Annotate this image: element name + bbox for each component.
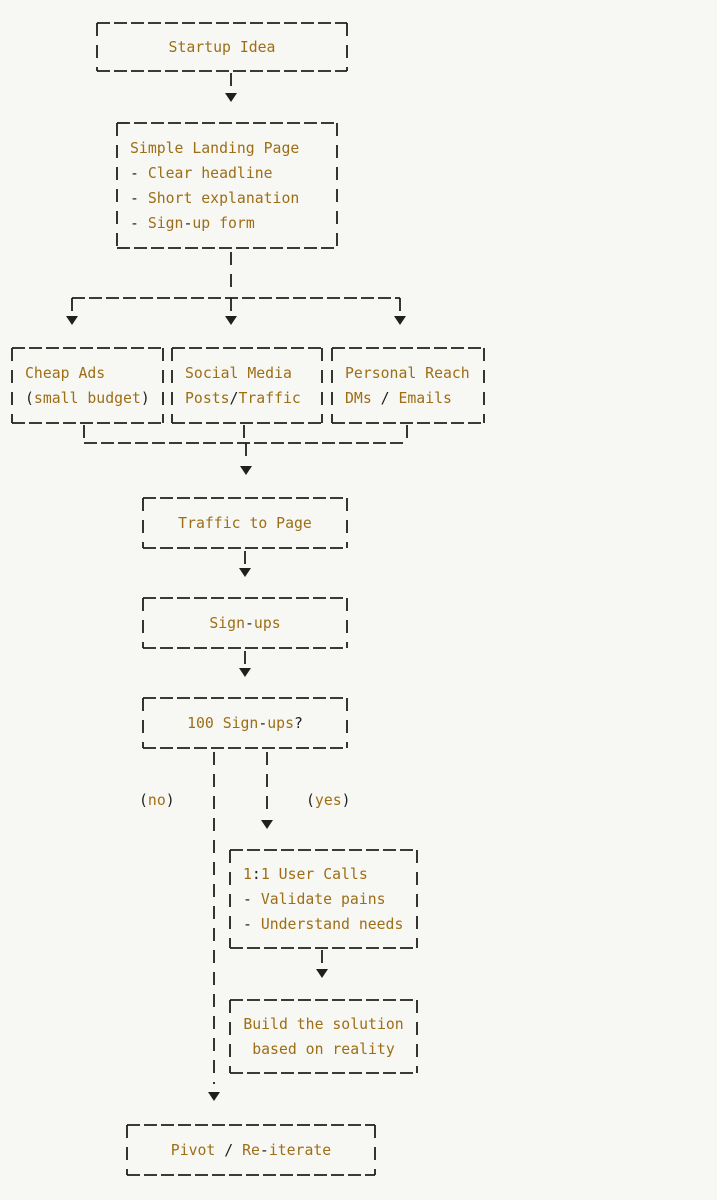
- text-line: Build the solution: [243, 1012, 403, 1037]
- text-line: - Validate pains: [243, 887, 386, 912]
- branch-label-yes: (yes): [306, 788, 351, 813]
- arrow-down-icon: [394, 316, 406, 325]
- text-line: Pivot / Re-iterate: [171, 1138, 331, 1163]
- arrow-down-icon: [239, 568, 251, 577]
- text-segment: Short explanation: [147, 189, 300, 207]
- node-pivot-reiterate: Pivot / Re-iterate: [127, 1125, 375, 1175]
- text-line: Social Media: [185, 361, 292, 386]
- text-segment: /: [229, 389, 239, 407]
- text-segment: -: [130, 189, 148, 207]
- text-segment: -: [258, 714, 268, 732]
- node-startup-idea: Startup Idea: [97, 23, 347, 71]
- text-segment: Cheap Ads: [25, 364, 106, 382]
- arrow-down-icon: [261, 820, 273, 829]
- text-segment: Clear headline: [147, 164, 273, 182]
- text-segment: up form: [192, 214, 255, 232]
- text-segment: iterate: [268, 1141, 332, 1159]
- text-line: - Sign-up form: [130, 211, 255, 236]
- text-segment: -: [243, 915, 261, 933]
- text-line: 1:1 User Calls: [243, 862, 368, 887]
- text-segment: Personal Reach: [345, 364, 470, 382]
- text-segment: (: [25, 389, 34, 407]
- node-sign-ups: Sign-ups: [143, 598, 347, 648]
- node-cheap-ads: Cheap Ads (small budget): [12, 348, 163, 423]
- text-segment: ups: [267, 714, 294, 732]
- text-segment: -: [244, 614, 254, 632]
- text-segment: /: [380, 389, 390, 407]
- text-segment: ): [341, 792, 351, 809]
- text-segment: -: [183, 214, 193, 232]
- text-line: Traffic to Page: [178, 511, 312, 536]
- text-segment: Emails: [389, 389, 452, 407]
- text-line: - Understand needs: [243, 912, 403, 937]
- text-segment: Sign: [147, 214, 184, 232]
- text-segment: Re: [233, 1141, 260, 1159]
- node-100-sign-ups: 100 Sign-ups?: [143, 698, 347, 748]
- text-segment: ups: [253, 614, 281, 632]
- text-segment: Sign: [209, 614, 245, 632]
- text-line: (no): [139, 788, 175, 813]
- text-segment: ): [140, 389, 150, 407]
- text-segment: ?: [294, 714, 303, 732]
- text-line: (yes): [306, 788, 351, 813]
- arrow-down-icon: [208, 1092, 220, 1101]
- text-segment: -: [130, 164, 148, 182]
- text-line: Simple Landing Page: [130, 136, 299, 161]
- text-line: - Short explanation: [130, 186, 299, 211]
- text-segment: 100 Sign: [187, 714, 259, 732]
- arrow-down-icon: [240, 466, 252, 475]
- text-segment: -: [130, 214, 148, 232]
- arrow-down-icon: [225, 93, 237, 102]
- text-segment: Traffic to Page: [178, 514, 312, 532]
- text-line: Sign-ups: [209, 611, 280, 636]
- node-user-calls: 1:1 User Calls- Validate pains- Understa…: [230, 850, 417, 948]
- text-segment: no: [147, 792, 166, 809]
- text-line: DMs / Emails: [345, 386, 452, 411]
- text-segment: small budget: [33, 389, 141, 407]
- arrow-down-icon: [239, 668, 251, 677]
- arrow-down-icon: [66, 316, 78, 325]
- text-line: Personal Reach: [345, 361, 470, 386]
- text-line: 100 Sign-ups?: [187, 711, 303, 736]
- text-segment: DMs: [345, 389, 381, 407]
- text-line: Startup Idea: [169, 35, 276, 60]
- node-traffic-to-page: Traffic to Page: [143, 498, 347, 548]
- text-segment: /: [224, 1141, 234, 1159]
- node-simple-landing-page: Simple Landing Page- Clear headline- Sho…: [117, 123, 337, 248]
- node-build-solution: Build the solution based on reality: [230, 1000, 417, 1073]
- arrow-down-icon: [316, 969, 328, 978]
- text-segment: Build the solution: [243, 1015, 404, 1033]
- text-segment: Startup Idea: [168, 38, 276, 56]
- arrow-down-icon: [225, 316, 237, 325]
- text-segment: Simple Landing Page: [130, 139, 300, 157]
- text-segment: Social Media: [185, 364, 292, 382]
- text-segment: 1 User Calls: [260, 865, 368, 883]
- branch-label-no: (no): [139, 788, 175, 813]
- text-segment: Pivot: [170, 1141, 225, 1159]
- text-segment: ): [165, 792, 175, 809]
- text-line: Cheap Ads: [25, 361, 105, 386]
- text-segment: :: [251, 865, 261, 883]
- text-segment: Understand needs: [260, 915, 404, 933]
- text-line: Posts/Traffic: [185, 386, 301, 411]
- text-segment: yes: [314, 792, 342, 809]
- text-segment: -: [259, 1141, 269, 1159]
- text-line: based on reality: [252, 1037, 395, 1062]
- text-segment: 1: [243, 865, 252, 883]
- text-segment: Validate pains: [260, 890, 386, 908]
- text-segment: -: [243, 890, 261, 908]
- text-segment: (: [306, 792, 315, 809]
- text-segment: Traffic: [238, 389, 301, 407]
- text-segment: Posts: [185, 389, 230, 407]
- text-line: - Clear headline: [130, 161, 273, 186]
- text-line: (small budget): [25, 386, 150, 411]
- text-segment: (: [139, 792, 148, 809]
- text-segment: based on reality: [252, 1040, 395, 1058]
